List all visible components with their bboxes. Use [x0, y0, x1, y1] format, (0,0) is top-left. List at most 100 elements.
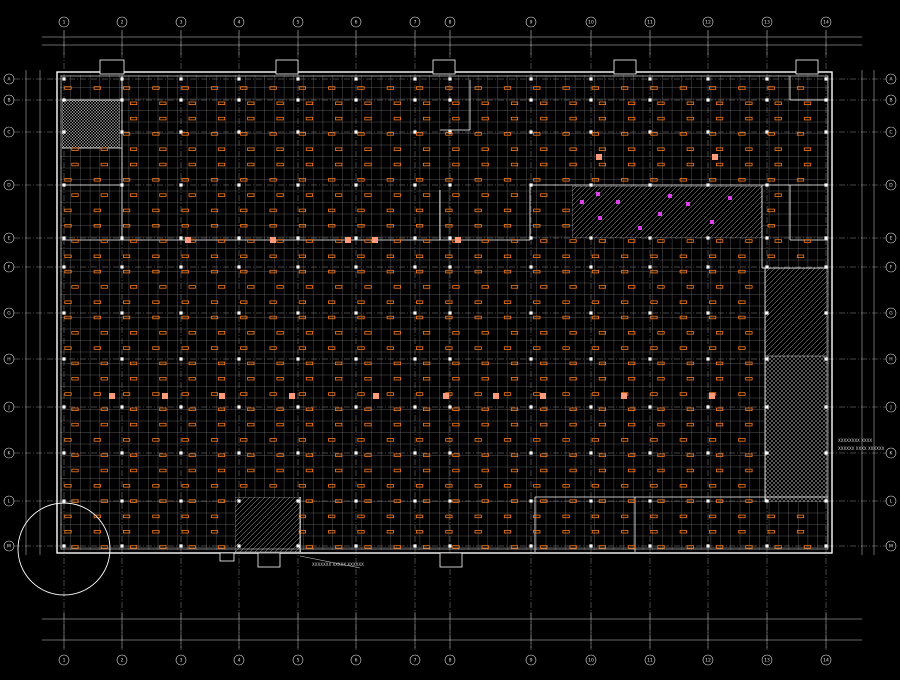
light-fixture-icon — [738, 132, 746, 136]
hatch-pattern-icon — [97, 125, 120, 148]
light-fixture-icon — [129, 361, 138, 366]
hatch-pattern-icon — [62, 100, 72, 110]
column-marker — [765, 544, 769, 548]
light-fixture-icon — [71, 147, 79, 151]
light-fixture-icon — [100, 407, 108, 411]
column-marker — [648, 77, 652, 81]
column-marker — [237, 236, 241, 240]
light-fixture-icon — [386, 484, 394, 488]
light-fixture-icon — [298, 484, 307, 488]
light-fixture-icon — [745, 422, 753, 427]
entrance-canopy — [257, 552, 281, 568]
light-fixture-icon — [533, 132, 541, 136]
light-fixture-icon — [123, 254, 131, 258]
light-fixture-icon — [503, 484, 512, 488]
column-marker — [179, 183, 183, 187]
light-fixture-icon — [481, 545, 489, 549]
light-fixture-icon — [276, 101, 284, 105]
light-fixture-icon — [452, 453, 460, 457]
column-marker — [354, 357, 358, 361]
hatch-pattern-icon — [765, 473, 794, 502]
hatch-pattern-icon — [572, 186, 598, 212]
column-marker — [237, 265, 241, 269]
light-fixture-icon — [217, 376, 226, 381]
light-fixture-icon — [745, 116, 753, 121]
light-fixture-icon — [247, 285, 255, 289]
light-fixture-icon — [710, 220, 714, 224]
light-fixture-icon — [510, 331, 519, 335]
downlight-square-icon — [373, 393, 379, 399]
hatch-pattern-icon — [94, 100, 120, 126]
column-marker — [648, 98, 652, 102]
hatch-pattern-icon — [584, 186, 638, 238]
column-marker — [765, 98, 769, 102]
hatch-pattern-icon — [62, 129, 81, 148]
downlight-square-icon — [455, 237, 461, 243]
light-fixture-icon — [445, 178, 453, 182]
light-fixture-icon — [393, 376, 401, 381]
light-fixture-icon — [298, 254, 307, 258]
hatch-pattern-icon — [62, 123, 87, 148]
light-fixture-icon — [269, 208, 277, 213]
light-fixture-icon — [364, 407, 372, 411]
light-fixture-icon — [415, 346, 424, 350]
hatch-pattern-icon — [259, 510, 301, 552]
light-fixture-icon — [422, 331, 431, 335]
light-fixture-icon — [803, 101, 812, 105]
hatch-pattern-icon — [619, 186, 673, 238]
light-fixture-icon — [276, 331, 284, 335]
light-fixture-icon — [269, 484, 277, 488]
light-fixture-icon — [598, 239, 607, 243]
hatch-pattern-icon — [765, 357, 827, 421]
light-fixture-icon — [129, 116, 138, 121]
light-fixture-icon — [298, 346, 307, 350]
column-marker — [179, 98, 183, 102]
light-fixture-icon — [562, 254, 570, 258]
light-fixture-icon — [181, 132, 189, 136]
light-fixture-icon — [510, 468, 519, 473]
light-fixture-icon — [540, 116, 548, 121]
light-fixture-icon — [657, 285, 665, 289]
light-fixture-icon — [188, 468, 196, 473]
light-fixture-icon — [247, 407, 255, 411]
light-fixture-icon — [716, 545, 724, 549]
grid-bubble-label-bottom: 9 — [530, 658, 533, 664]
hatch-pattern-icon — [103, 100, 120, 117]
light-fixture-icon — [123, 346, 131, 350]
light-fixture-icon — [305, 453, 314, 457]
light-fixture-icon — [328, 346, 336, 350]
light-fixture-icon — [598, 116, 607, 121]
hatch-pattern-icon — [765, 453, 814, 502]
column-marker — [824, 77, 828, 81]
crosshatched-zone-top-left — [62, 100, 120, 148]
light-fixture-icon — [503, 254, 512, 258]
grid-bubble-icon — [3, 94, 15, 106]
light-fixture-icon — [393, 147, 401, 151]
hatch-pattern-icon — [279, 530, 301, 552]
light-fixture-icon — [510, 101, 519, 105]
light-fixture-icon — [100, 422, 108, 427]
grid-bubble-label-top: 12 — [705, 20, 711, 26]
column-marker — [648, 183, 652, 187]
column-marker — [706, 183, 710, 187]
light-fixture-icon — [452, 499, 460, 503]
downlight-square-icon — [493, 393, 499, 399]
hatch-pattern-icon — [572, 186, 623, 237]
light-fixture-icon — [422, 239, 431, 243]
light-fixture-icon — [298, 438, 307, 442]
light-fixture-icon — [658, 212, 662, 216]
grid-bubble-label-top: 2 — [121, 20, 124, 26]
light-fixture-icon — [796, 178, 805, 182]
hatch-pattern-icon — [765, 268, 806, 309]
light-fixture-icon — [93, 208, 101, 213]
hatch-pattern-icon — [62, 135, 75, 148]
light-fixture-icon — [393, 101, 401, 105]
hatch-pattern-icon — [778, 356, 827, 405]
light-fixture-icon — [393, 331, 401, 335]
column-marker — [706, 451, 710, 455]
light-fixture-icon — [152, 132, 160, 136]
column-marker — [296, 183, 300, 187]
light-fixture-icon — [415, 438, 424, 442]
grid-bubble-label-right: H — [889, 357, 892, 363]
light-fixture-icon — [64, 514, 72, 519]
